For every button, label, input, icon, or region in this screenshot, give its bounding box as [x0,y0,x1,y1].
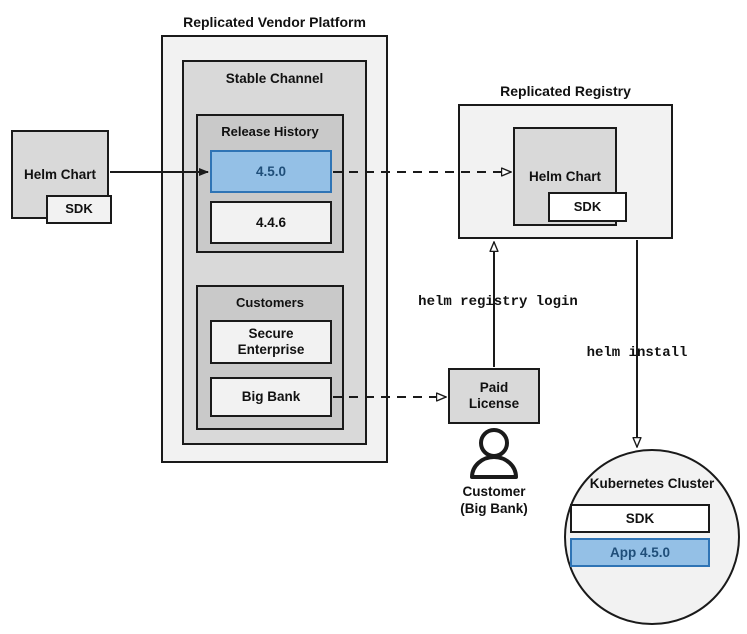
release-version-4-5-0[interactable]: 4.5.0 [210,150,332,193]
customer-secure-enterprise[interactable]: Secure Enterprise [210,320,332,364]
paid-license-box[interactable]: Paid License [448,368,540,424]
source-sdk[interactable]: SDK [46,195,112,224]
helm-install-command: helm install [586,345,688,361]
vendor-platform-title: Replicated Vendor Platform [183,14,366,30]
customer-big-bank[interactable]: Big Bank [210,377,332,417]
release-history-label: Release History [221,124,319,139]
kubernetes-cluster-circle [564,449,740,625]
cluster-sdk-box[interactable]: SDK [570,504,710,533]
helm-registry-login-command: helm registry login [418,294,578,310]
registry-sdk[interactable]: SDK [548,192,627,222]
customer-person-icon [470,428,518,479]
customers-label: Customers [236,295,304,310]
registry-title: Replicated Registry [500,83,631,99]
customer-person-label: Customer (Big Bank) [460,484,528,516]
kubernetes-cluster-label: Kubernetes Cluster [589,476,715,491]
stable-channel-label: Stable Channel [225,71,324,86]
release-version-4-4-6[interactable]: 4.4.6 [210,201,332,244]
cluster-app-box[interactable]: App 4.5.0 [570,538,710,567]
